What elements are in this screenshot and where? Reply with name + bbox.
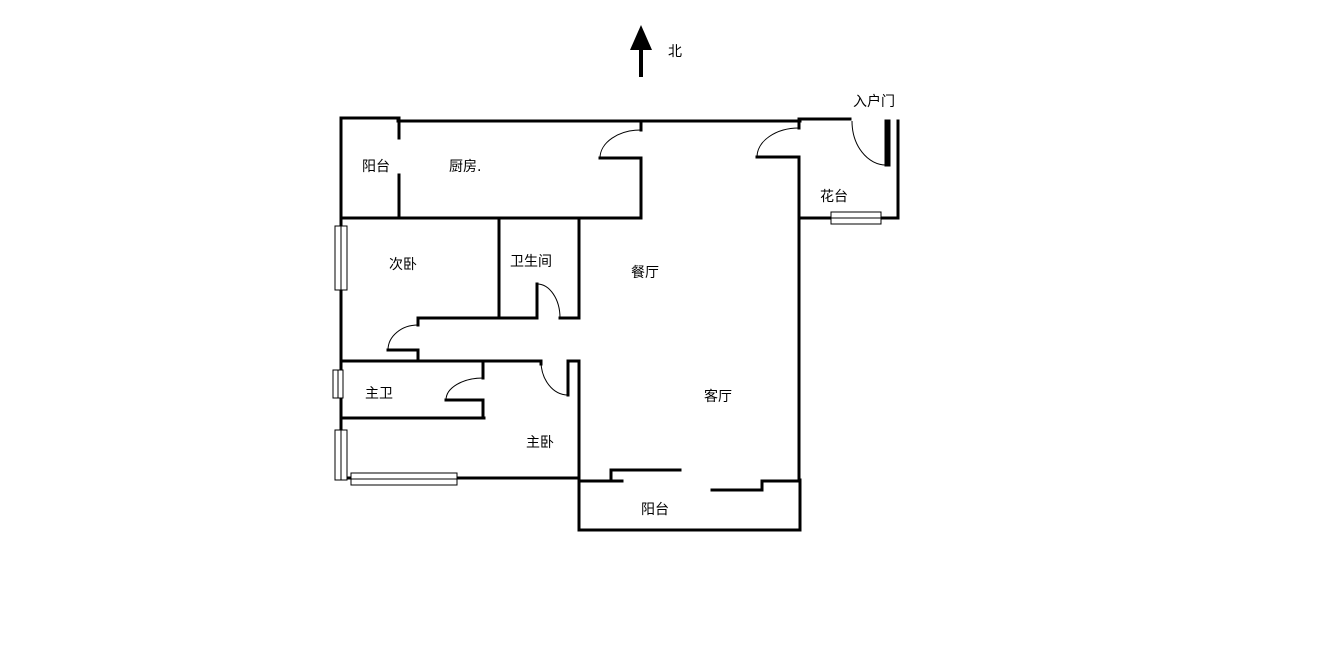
- door-kitchen-icon: [598, 129, 643, 160]
- door-bathroom-icon: [535, 282, 561, 320]
- door-second-bedroom-icon: [386, 324, 420, 352]
- entry-door-icon: [851, 119, 888, 167]
- north-arrow-icon: [630, 25, 652, 77]
- window-master-bedroom-bottom-icon: [350, 472, 458, 486]
- doors: [386, 119, 888, 402]
- door-master-bedroom-icon: [539, 359, 569, 396]
- windows: [332, 211, 882, 486]
- dining-room-label: 餐厅: [631, 265, 659, 281]
- entry-door-label: 入户门: [853, 93, 895, 110]
- living-room-label: 客厅: [704, 388, 732, 405]
- balcony-north-label: 阳台: [362, 159, 390, 175]
- door-hall-icon: [755, 127, 801, 159]
- window-flower-bed-icon: [830, 211, 882, 225]
- master-bedroom-label: 主卧: [526, 435, 554, 451]
- window-master-bedroom-side-icon: [334, 429, 348, 481]
- north-label: 北: [668, 44, 682, 60]
- flower-bed-label: 花台: [820, 189, 848, 205]
- window-master-bath-icon: [332, 369, 344, 399]
- second-bedroom-label: 次卧: [389, 257, 417, 273]
- balcony-south-label: 阳台: [641, 502, 669, 518]
- door-master-bath-icon: [444, 377, 485, 402]
- master-bath-label: 主卫: [365, 386, 393, 402]
- bathroom-label: 卫生间: [510, 254, 552, 270]
- kitchen-label: 厨房.: [449, 159, 481, 175]
- window-second-bedroom-icon: [334, 225, 348, 291]
- walls: [339, 116, 900, 532]
